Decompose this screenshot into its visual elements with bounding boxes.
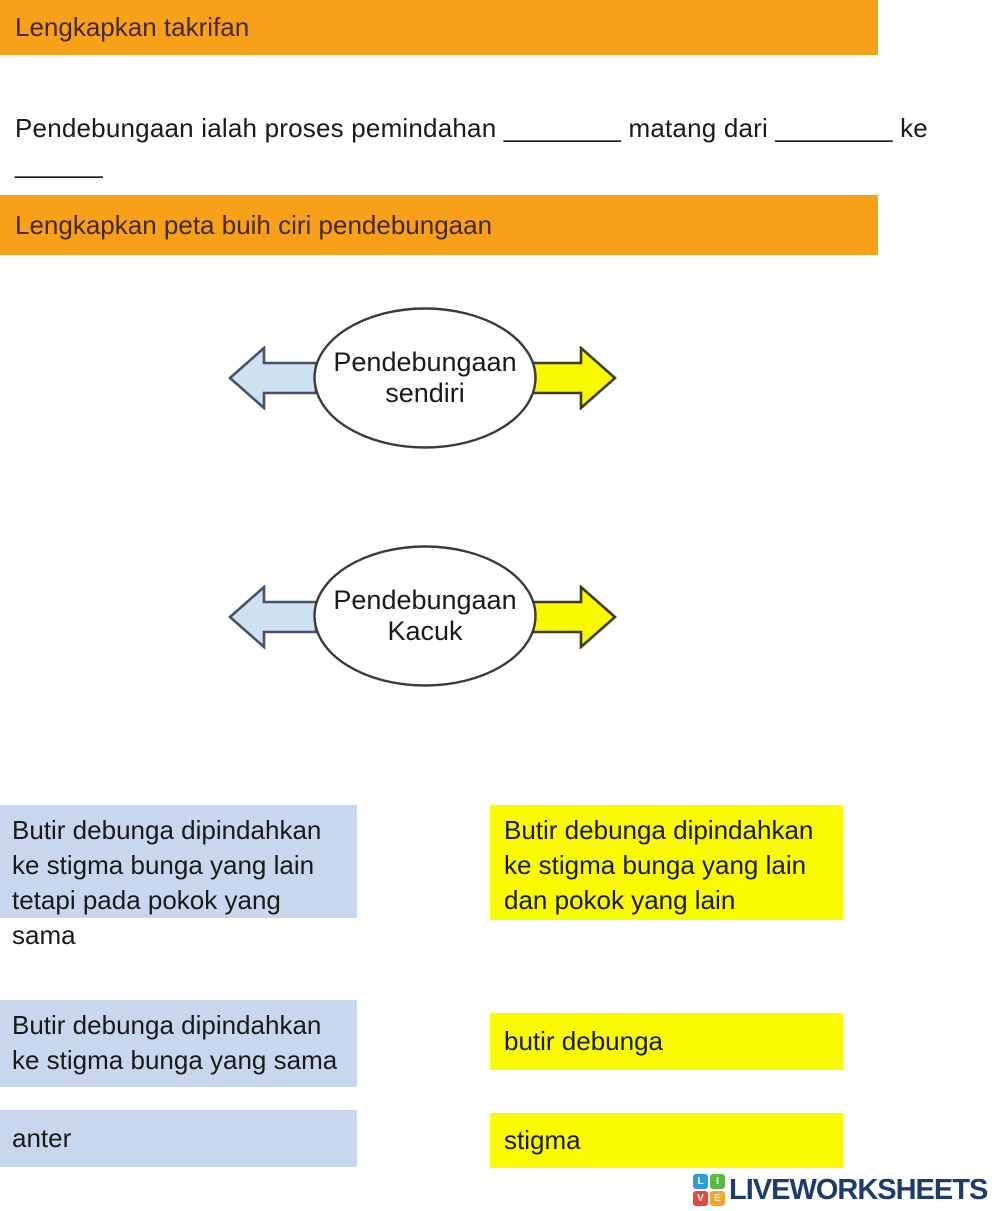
liveworksheets-wordmark: LIVEWORKSHEETS (729, 1173, 988, 1206)
liveworksheets-tiles-icon: L I V E (692, 1173, 726, 1207)
right-arrow-drop-zone-2[interactable] (527, 585, 617, 649)
bubble-node-2-label: Pendebungaan Kacuk (312, 544, 538, 688)
arrow-left-icon (228, 346, 318, 410)
left-arrow-drop-zone-2[interactable] (228, 585, 318, 649)
arrow-right-icon (527, 585, 617, 649)
arrow-left-icon (228, 585, 318, 649)
answer-card-yellow-1[interactable]: Butir debunga dipindahkan ke stigma bung… (490, 805, 843, 920)
liveworksheets-logo[interactable]: L I V E LIVEWORKSHEETS (692, 1173, 988, 1207)
bubble-node-1-ellipse (312, 306, 538, 450)
logo-tile-l: L (693, 1174, 708, 1189)
answer-card-yellow-2[interactable]: butir debunga (490, 1013, 843, 1070)
bubble-node-1-line1: Pendebungaan (333, 347, 517, 377)
task1-header-bar: Lengkapkan takrifan (0, 0, 878, 55)
bubble-node-1-line2: sendiri (385, 378, 465, 408)
left-arrow-drop-zone-1[interactable] (228, 346, 318, 410)
definition-sentence-with-blanks: Pendebungaan ialah proses pemindahan ___… (15, 113, 928, 179)
right-arrow-drop-zone-1[interactable] (527, 346, 617, 410)
answer-card-yellow-3[interactable]: stigma (490, 1113, 843, 1168)
arrow-right-icon (527, 346, 617, 410)
task2-header-bar: Lengkapkan peta buih ciri pendebungaan (0, 195, 878, 255)
answer-card-blue-1[interactable]: Butir debunga dipindahkan ke stigma bung… (0, 805, 357, 950)
bubble-node-1-label: Pendebungaan sendiri (312, 306, 538, 450)
bubble-node-2-ellipse (312, 544, 538, 688)
task2-title: Lengkapkan peta buih ciri pendebungaan (15, 209, 493, 240)
answer-card-blue-3[interactable]: anter (0, 1110, 357, 1167)
logo-tile-v: V (693, 1191, 708, 1206)
answer-card-blue-2[interactable]: Butir debunga dipindahkan ke stigma bung… (0, 1000, 357, 1087)
logo-tile-e: E (710, 1191, 725, 1206)
logo-tile-i: I (710, 1174, 725, 1189)
bubble-node-2-line1: Pendebungaan (333, 585, 517, 615)
task1-title: Lengkapkan takrifan (15, 12, 250, 42)
bubble-node-2-line2: Kacuk (387, 616, 463, 646)
